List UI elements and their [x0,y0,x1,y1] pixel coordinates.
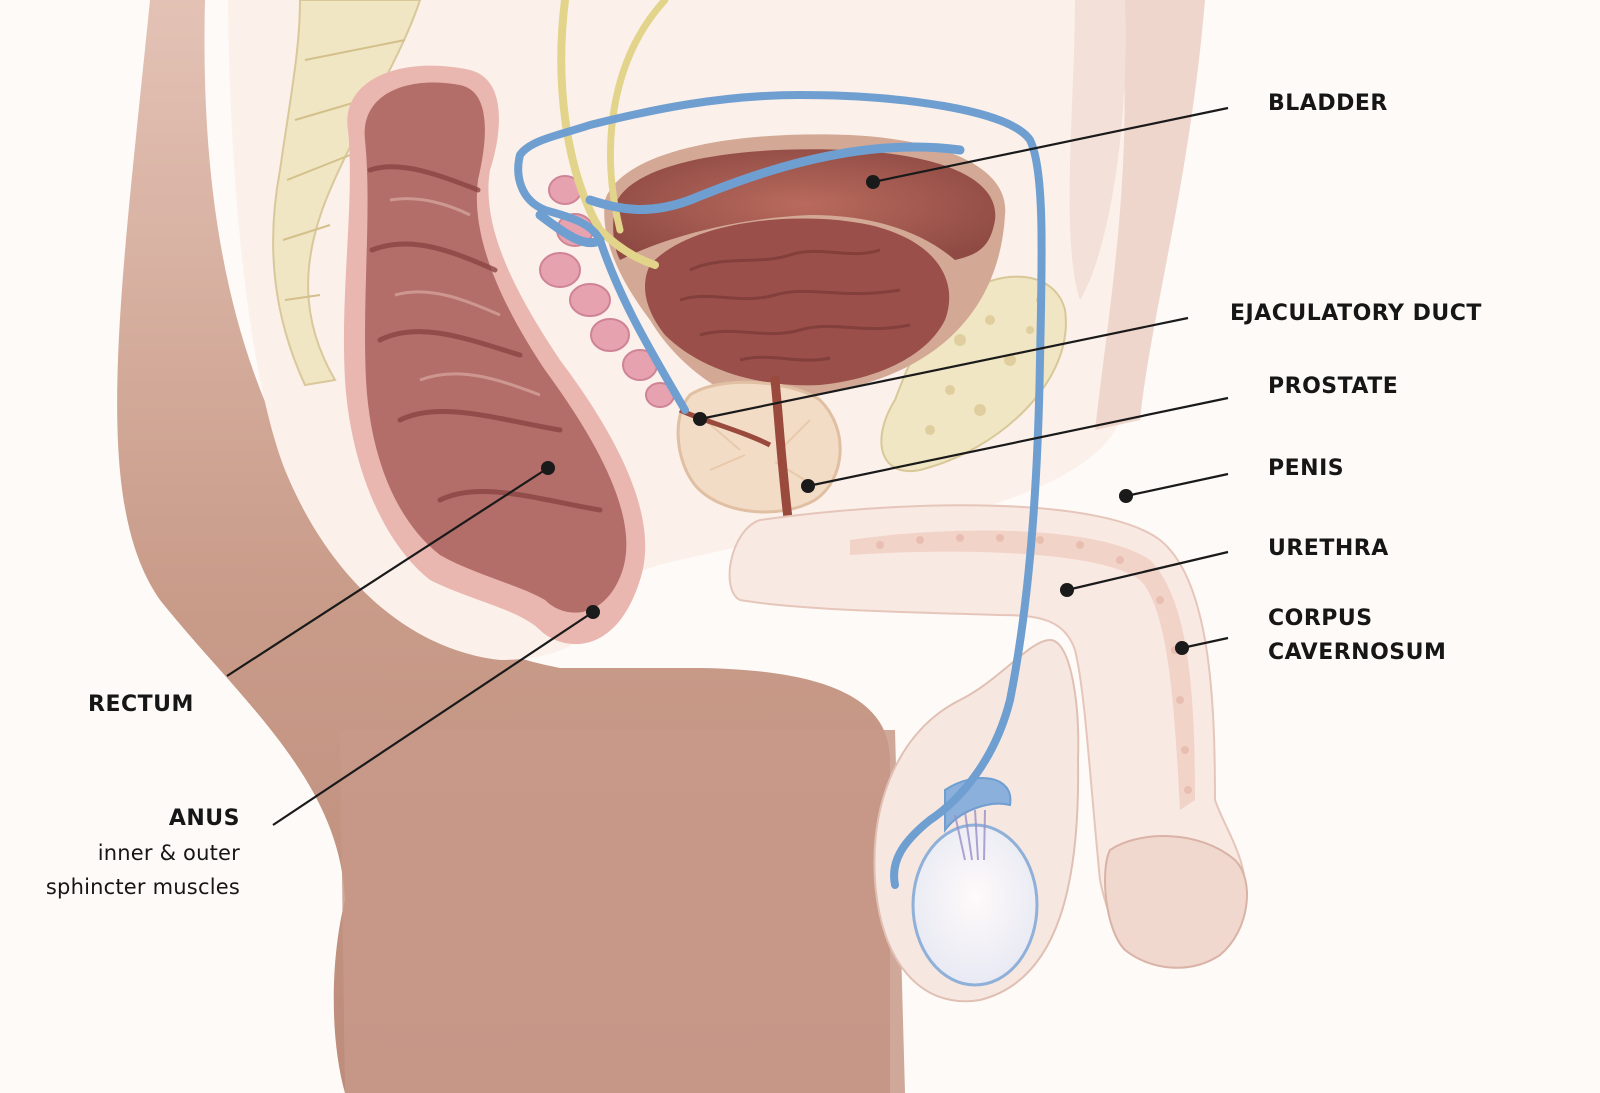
dot-prostate [801,479,815,493]
dot-corpus-cavernosum [1175,641,1189,655]
label-corpus-line2: CAVERNOSUM [1268,636,1446,670]
label-corpus-line1: CORPUS [1268,602,1446,636]
label-anus-sub1: inner & outer [46,836,240,870]
label-bladder: BLADDER [1268,87,1388,121]
leader-penis [1126,474,1228,496]
label-ejaculatory-duct: EJACULATORY DUCT [1230,297,1482,331]
label-anus-group: ANUS inner & outer sphincter muscles [46,802,240,904]
label-penis: PENIS [1268,452,1344,486]
dot-rectum [541,461,555,475]
testis [913,825,1037,985]
dot-bladder [866,175,880,189]
dot-penis [1119,489,1133,503]
dot-ejaculatory-duct [693,412,707,426]
prostate [678,382,840,512]
label-anus-sub2: sphincter muscles [46,870,240,904]
dot-anus [586,605,600,619]
label-corpus-cavernosum: CORPUS CAVERNOSUM [1268,602,1446,670]
label-urethra: URETHRA [1268,532,1389,566]
label-anus: ANUS [46,802,240,836]
label-rectum: RECTUM [88,688,194,722]
label-prostate: PROSTATE [1268,370,1398,404]
dot-urethra [1060,583,1074,597]
glans [1105,836,1247,968]
thigh-lower [340,730,905,1093]
